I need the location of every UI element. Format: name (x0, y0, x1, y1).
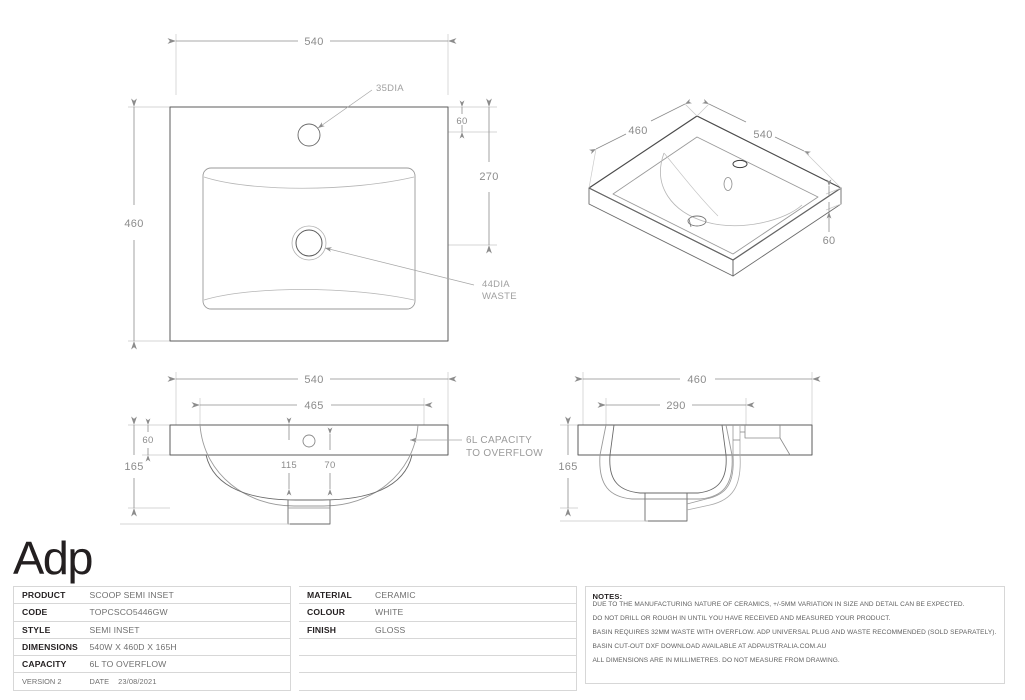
version-label: VERSION 2 (13, 672, 82, 691)
spec-key-dimensions: DIMENSIONS (13, 638, 82, 657)
spec-value-code: TOPCSCO5446GW (81, 603, 291, 622)
table-row: CODE TOPCSCO5446GW (13, 603, 291, 622)
table-row: COLOUR WHITE (299, 603, 576, 622)
spec-table-left: PRODUCT SCOOP SEMI INSET CODE TOPCSCO544… (13, 585, 291, 691)
brand-logo-text: Adp (13, 532, 93, 584)
spec-value-dimensions: 540W X 460D X 165H (81, 638, 291, 657)
side-dim-overall-height: 165 (558, 461, 577, 473)
table-row-spacer (299, 655, 576, 674)
spec-key-finish: FINISH (299, 621, 367, 639)
spec-value-product: SCOOP SEMI INSET (81, 585, 291, 605)
plan-tap-hole (297, 123, 321, 147)
plan-view: 540 460 60 270 35DIA (124, 34, 517, 350)
note-line-2: DO NOT DRILL OR ROUGH IN UNTIL YOU HAVE … (592, 614, 891, 622)
side-dim-bowl-depth: 290 (666, 400, 685, 412)
note-line-3: BASIN REQUIRES 32MM WASTE WITH OVERFLOW.… (592, 628, 997, 636)
note-line-5: ALL DIMENSIONS ARE IN MILLIMETRES. DO NO… (592, 656, 840, 664)
title-block: PRODUCT SCOOP SEMI INSET CODE TOPCSCO544… (13, 585, 1011, 691)
plan-callout-waste-1: 44DIA (482, 279, 510, 290)
spec-value-style: SEMI INSET (81, 621, 291, 639)
front-dim-waste-right: 70 (324, 460, 335, 471)
iso-waste (687, 215, 707, 227)
iso-dim-width: 540 (753, 129, 772, 141)
spec-value-finish: GLOSS (367, 621, 576, 639)
spec-key-material: MATERIAL (299, 585, 367, 605)
iso-dim-depth: 460 (628, 125, 647, 137)
front-dim-rim-height: 60 (142, 435, 153, 446)
notes-panel: NOTES: DUE TO THE MANUFACTURING NATURE O… (584, 586, 1005, 684)
notes-title: NOTES: (592, 592, 623, 601)
front-callout-capacity-2: TO OVERFLOW (466, 448, 543, 459)
table-row: FINISH GLOSS (299, 621, 576, 639)
front-dim-overall-width: 540 (304, 374, 323, 386)
date-label: DATE (89, 677, 110, 687)
spec-key-capacity: CAPACITY (13, 655, 82, 674)
iso-overflow (723, 177, 733, 191)
table-row: CAPACITY 6L TO OVERFLOW (13, 655, 291, 674)
front-dim-overall-height: 165 (124, 461, 143, 473)
spec-key-product: PRODUCT (13, 585, 82, 605)
spec-value-material: CERAMIC (367, 585, 576, 605)
spec-key-code: CODE (13, 603, 82, 622)
plan-callout-tap-hole: 35DIA (376, 83, 404, 94)
table-row-spacer (299, 638, 576, 657)
table-row: DIMENSIONS 540W X 460D X 165H (13, 638, 291, 657)
plan-dim-waste-offset: 270 (479, 171, 498, 183)
plan-dim-taphole-offset: 60 (456, 116, 467, 127)
note-line-4: BASIN CUT-OUT DXF DOWNLOAD AVAILABLE AT … (592, 642, 827, 650)
plan-waste-hole (295, 229, 323, 257)
front-dim-waste-left: 115 (281, 460, 297, 471)
isometric-view: 460 540 60 (588, 98, 842, 277)
spec-table-right: MATERIAL CERAMIC COLOUR WHITE FINISH GLO… (299, 585, 577, 691)
front-callout-capacity-1: 6L CAPACITY (466, 435, 532, 446)
plan-dim-width: 540 (304, 36, 323, 48)
table-row-spacer (299, 672, 576, 691)
plan-callout-waste-2: WASTE (482, 291, 517, 302)
spec-value-colour: WHITE (367, 603, 576, 622)
table-row: PRODUCT SCOOP SEMI INSET (13, 585, 291, 605)
iso-tap-hole (732, 159, 748, 169)
table-row-version: VERSION 2 DATE 23/08/2021 (13, 672, 291, 691)
plan-dim-depth: 460 (124, 218, 143, 230)
side-dim-overall-depth: 460 (687, 374, 706, 386)
technical-drawing-canvas: 540 460 60 270 35DIA (120, 34, 842, 525)
side-elevation-view: 460 290 165 (558, 372, 821, 522)
table-row: STYLE SEMI INSET (13, 621, 291, 639)
brand-logo: Adp (13, 533, 213, 585)
front-dim-bowl-width: 465 (304, 400, 323, 412)
note-line-1: DUE TO THE MANUFACTURING NATURE OF CERAM… (592, 601, 965, 608)
table-row: MATERIAL CERAMIC (299, 585, 576, 605)
front-elevation-view: 540 465 60 165 (120, 372, 543, 525)
iso-dim-thickness: 60 (823, 235, 836, 247)
date-value: 23/08/2021 (118, 677, 157, 687)
spec-value-capacity: 6L TO OVERFLOW (81, 655, 291, 674)
front-tap-hole (302, 434, 316, 448)
spec-key-colour: COLOUR (299, 603, 367, 622)
date-cell: DATE 23/08/2021 (81, 672, 291, 691)
spec-key-style: STYLE (13, 621, 82, 639)
